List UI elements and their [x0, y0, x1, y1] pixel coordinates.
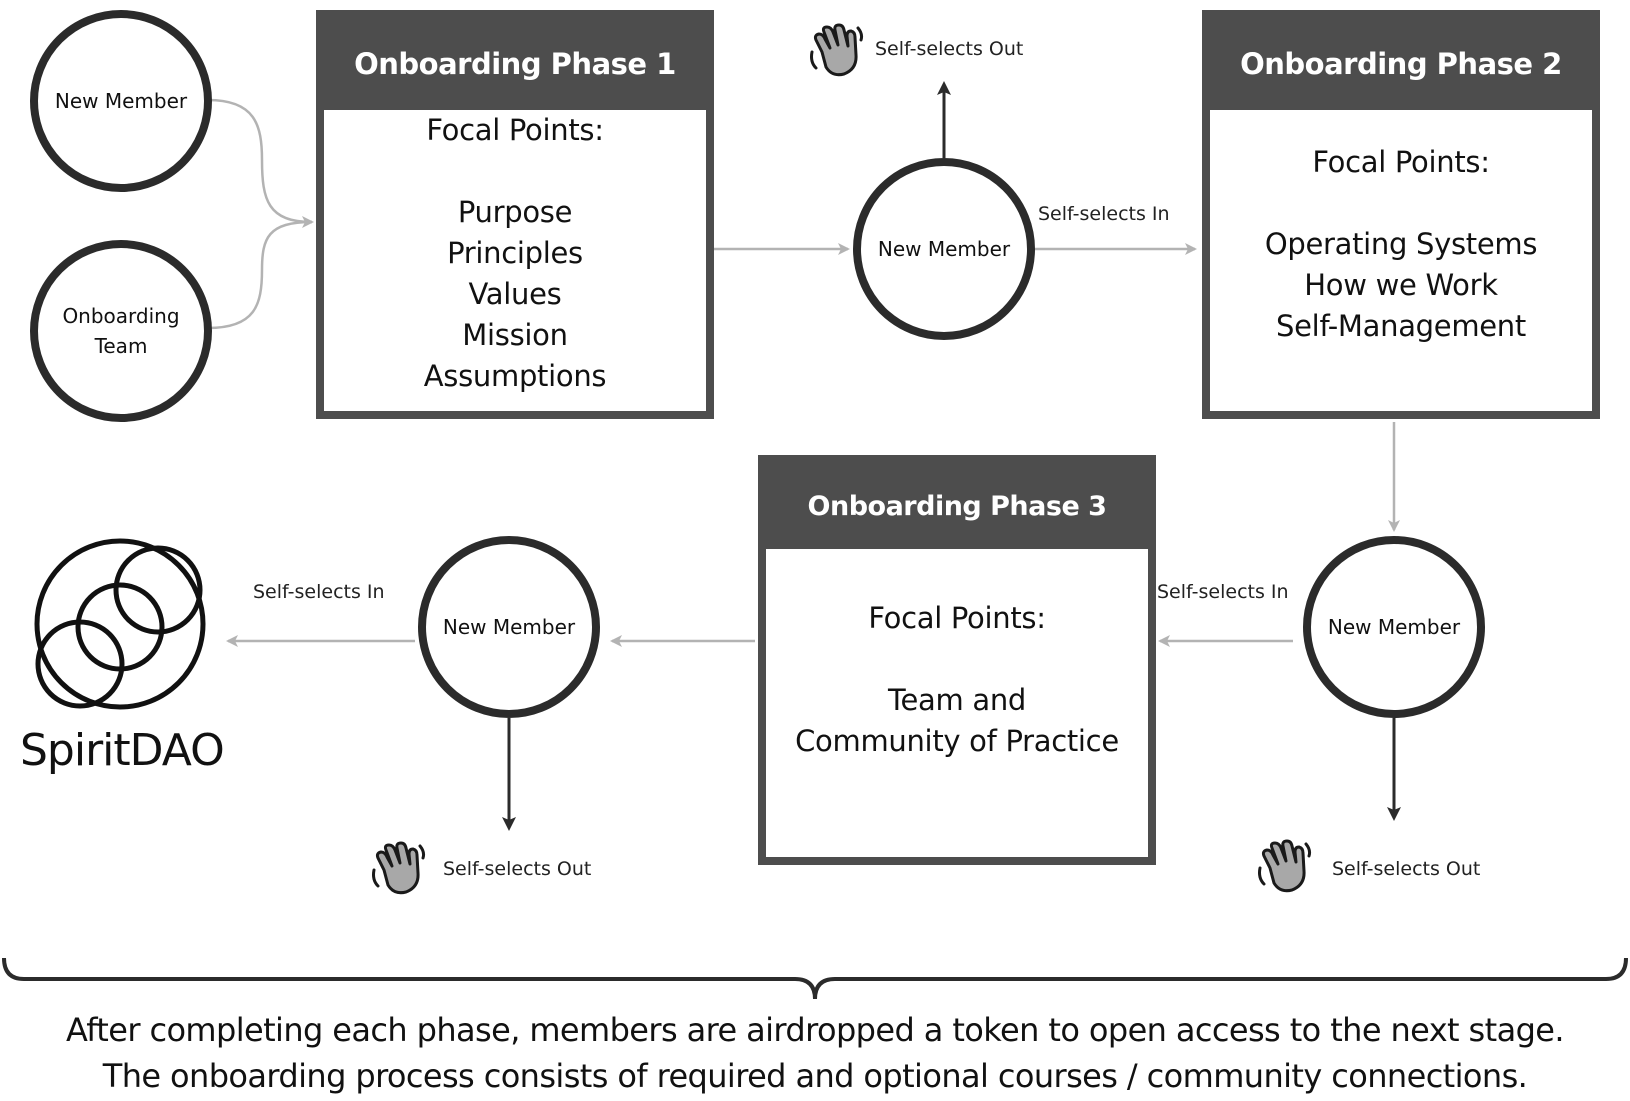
phase-2-item: Self-Management	[1276, 309, 1526, 343]
onboarding-phase-1-box: Onboarding Phase 1 Focal Points: Purpose…	[316, 10, 714, 419]
self-selects-in-label-1: Self-selects In	[1038, 203, 1170, 225]
onboarding-team-circle: Onboarding Team	[30, 240, 212, 422]
summary-bracket	[2, 957, 1628, 1000]
connector-new-member-to-phase1	[207, 98, 314, 228]
phase-3-item: Community of Practice	[795, 724, 1119, 758]
phase-1-title: Onboarding Phase 1	[324, 18, 706, 110]
new-member-label: New Member	[877, 237, 1011, 261]
new-member-after-phase-1: New Member	[853, 158, 1035, 340]
phase-2-title: Onboarding Phase 2	[1210, 18, 1592, 110]
spiritdao-logo-text: SpiritDAO	[20, 725, 225, 776]
self-selects-out-label-3: Self-selects Out	[443, 858, 592, 880]
onboarding-phase-3-box: Onboarding Phase 3 Focal Points: Team an…	[758, 455, 1156, 865]
self-selects-in-label-3: Self-selects In	[253, 581, 385, 603]
connector-team-to-phase1	[207, 220, 313, 330]
phase-1-heading: Focal Points:	[426, 113, 604, 147]
phase-1-item: Assumptions	[423, 359, 607, 393]
new-member-input-label: New Member	[54, 89, 188, 113]
phase-2-body: Focal Points: Operating Systems How we W…	[1210, 142, 1592, 347]
phase-1-item: Principles	[447, 236, 583, 270]
phase-3-body: Focal Points: Team and Community of Prac…	[766, 598, 1148, 762]
phase-1-item: Purpose	[457, 195, 573, 229]
new-member-after-phase-2: New Member	[1303, 536, 1485, 718]
self-selects-out-label-2: Self-selects Out	[1332, 858, 1481, 880]
waving-hand-icon	[1258, 839, 1312, 893]
phase-1-body: Focal Points: Purpose Principles Values …	[324, 110, 706, 397]
phase-3-heading: Focal Points:	[868, 601, 1046, 635]
phase-1-item: Values	[468, 277, 562, 311]
self-selects-out-label-1: Self-selects Out	[875, 38, 1024, 60]
summary-caption-line-2: The onboarding process consists of requi…	[102, 1057, 1528, 1095]
waving-hand-icon	[810, 23, 864, 77]
phase-3-item: Team and	[887, 683, 1027, 717]
phase-2-heading: Focal Points:	[1312, 145, 1490, 179]
new-member-label: New Member	[442, 615, 576, 639]
phase-1-item: Mission	[462, 318, 568, 352]
self-selects-in-label-2: Self-selects In	[1157, 581, 1289, 603]
new-member-after-phase-3: New Member	[418, 536, 600, 718]
new-member-label: New Member	[1327, 615, 1461, 639]
summary-caption-line-1: After completing each phase, members are…	[66, 1011, 1565, 1049]
phase-3-title: Onboarding Phase 3	[766, 463, 1148, 549]
spiritdao-logo-icon	[34, 538, 206, 710]
waving-hand-icon	[372, 841, 426, 895]
onboarding-phase-2-box: Onboarding Phase 2 Focal Points: Operati…	[1202, 10, 1600, 419]
phase-2-item: Operating Systems	[1264, 227, 1538, 261]
phase-2-item: How we Work	[1304, 268, 1498, 302]
onboarding-team-label: Onboarding Team	[62, 304, 180, 358]
new-member-input-circle: New Member	[30, 10, 212, 192]
